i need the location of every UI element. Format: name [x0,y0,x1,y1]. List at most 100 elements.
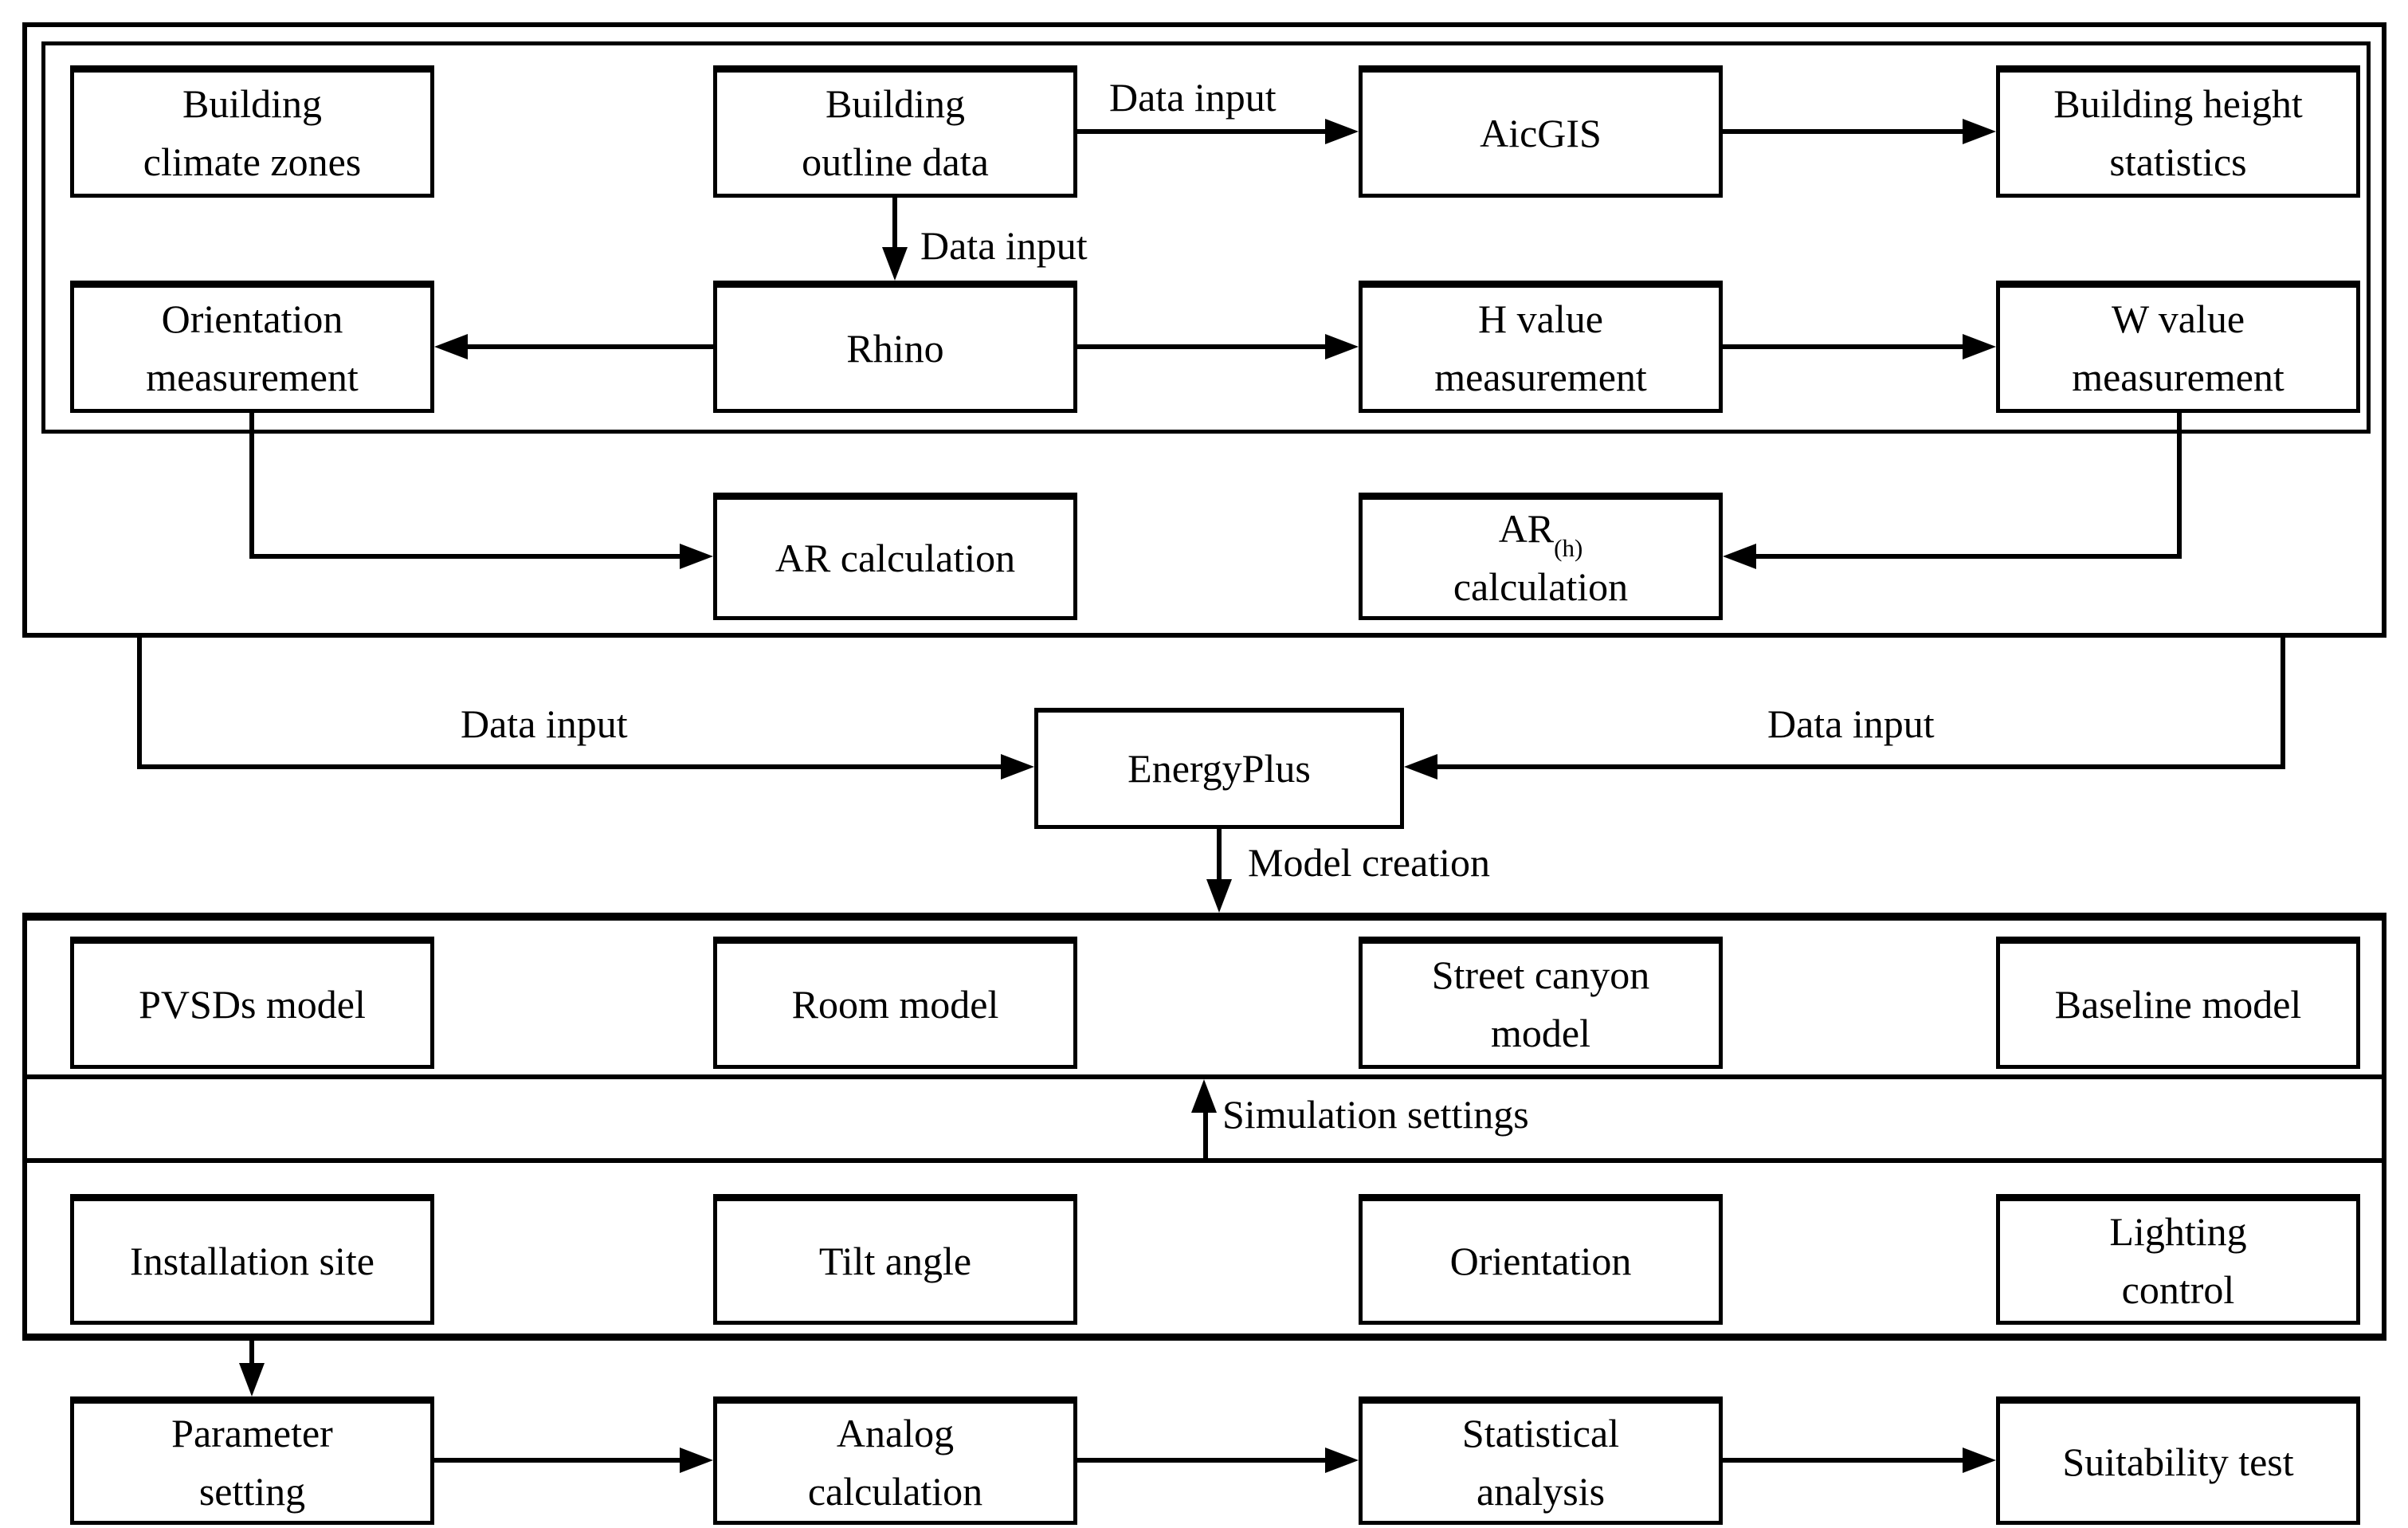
node-pvsds-model: PVSDs model [70,937,434,1069]
node-ar-h-base: AR [1498,506,1555,551]
frame-simulation-models [22,913,2386,1341]
arrow-installation-to-parameter-head [239,1363,265,1396]
label-data-input-right: Data input [1767,701,1935,746]
arrow-wvalue-to-arh-vline [2177,413,2182,559]
arrow-model-creation-head [1206,879,1232,913]
node-tilt-angle-label: Tilt angle [818,1238,972,1283]
node-parameter-setting-line1: Parameter [171,1410,333,1455]
frame-data-preparation-outer [22,22,2386,638]
node-parameter-setting-line2: setting [198,1468,306,1514]
node-orientation-measurement-line2: measurement [146,355,359,399]
node-parameter-setting: Parameter setting [70,1396,434,1525]
node-lighting-control-line1: Lighting [2109,1209,2247,1254]
node-lighting-control: Lighting control [1996,1194,2360,1325]
node-street-canyon-model: Street canyon model [1359,937,1723,1069]
node-energyplus-label: EnergyPlus [1128,746,1311,791]
frame-data-preparation-inner [41,41,2371,434]
node-ar-h-calculation-line1: AR(h) [1498,500,1583,560]
label-data-input-left: Data input [461,701,628,746]
arrow-orientation-to-ar-vline [249,413,254,559]
node-suitability-test-label: Suitability test [2062,1440,2294,1484]
arrow-data-input-right-head [1404,754,1437,780]
label-data-input-rhino: Data input [920,223,1088,268]
node-installation-site: Installation site [70,1194,434,1325]
node-baseline-model-label: Baseline model [2054,981,2302,1027]
arrow-outline-to-aicgis-head [1325,119,1359,144]
arrow-simulation-settings-head [1191,1079,1217,1113]
arrow-orientation-to-ar-hline [249,554,684,559]
node-building-height-statistics: Building height statistics [1996,65,2360,198]
node-building-height-statistics-line1: Building height [2053,81,2303,126]
arrow-rhino-to-orientation-head [434,334,468,359]
arrow-aicgis-to-heightstats-head [1963,119,1996,144]
node-orientation-measurement-line1: Orientation [161,297,343,341]
node-analog-calculation: Analog calculation [713,1396,1077,1525]
node-tilt-angle: Tilt angle [713,1194,1077,1325]
arrow-data-input-left-vline [137,638,142,769]
node-orientation-measurement: Orientation measurement [70,281,434,413]
node-energyplus: EnergyPlus [1034,708,1404,829]
arrow-rhino-to-hvalue-head [1325,334,1359,359]
node-building-outline-data: Building outline data [713,65,1077,198]
node-ar-calculation: AR calculation [713,493,1077,620]
label-data-input-aicgis: Data input [1109,75,1277,120]
separator-models-settings [27,1074,2382,1079]
node-building-climate-zones: Building climate zones [70,65,434,198]
arrow-statistical-to-suitability-head [1963,1447,1996,1473]
arrow-model-creation-line [1217,828,1222,881]
separator-settings-parameters [27,1158,2382,1163]
node-aicgis: AicGIS [1359,65,1723,198]
node-w-value-measurement-line1: W value [2111,297,2245,341]
node-statistical-analysis: Statistical analysis [1359,1396,1723,1525]
node-h-value-measurement: H value measurement [1359,281,1723,413]
arrow-outline-to-rhino-line [892,198,897,252]
node-orientation-label: Orientation [1449,1238,1632,1283]
node-suitability-test: Suitability test [1996,1396,2360,1525]
node-street-canyon-model-line1: Street canyon [1431,953,1650,997]
arrow-rhino-to-orientation-line [468,344,713,349]
node-building-outline-data-line2: outline data [802,139,989,184]
arrow-rhino-to-hvalue-line [1077,344,1329,349]
node-room-model-label: Room model [791,981,999,1027]
node-room-model: Room model [713,937,1077,1069]
node-ar-h-calculation: AR(h) calculation [1359,493,1723,620]
node-analog-calculation-line1: Analog [836,1410,955,1455]
arrow-statistical-to-suitability-line [1723,1458,1971,1463]
arrow-outline-to-rhino-head [882,247,908,281]
arrow-data-input-right-hline [1434,764,2285,769]
node-building-outline-data-line1: Building [825,81,966,126]
arrow-installation-to-parameter-line [249,1340,254,1365]
arrow-analog-to-statistical-line [1077,1458,1329,1463]
arrow-wvalue-to-arh-hline [1756,554,2182,559]
node-statistical-analysis-line1: Statistical [1461,1410,1620,1455]
arrow-parameter-to-analog-line [434,1458,681,1463]
node-w-value-measurement-line2: measurement [2072,355,2284,399]
node-rhino-label: Rhino [846,325,944,371]
node-ar-h-calculation-line2: calculation [1453,564,1629,609]
arrow-analog-to-statistical-head [1325,1447,1359,1473]
arrow-orientation-to-ar-head [680,544,713,569]
arrow-data-input-left-head [1001,754,1034,780]
arrow-wvalue-to-arh-head [1723,544,1756,569]
arrow-parameter-to-analog-head [680,1447,713,1473]
arrow-aicgis-to-heightstats-line [1723,129,1971,134]
node-statistical-analysis-line2: analysis [1476,1468,1606,1514]
node-h-value-measurement-line1: H value [1478,297,1603,341]
node-baseline-model: Baseline model [1996,937,2360,1069]
node-building-height-statistics-line2: statistics [2109,139,2247,184]
node-building-climate-zones-line1: Building [182,81,323,126]
arrow-hvalue-to-wvalue-line [1723,344,1971,349]
label-model-creation: Model creation [1248,840,1491,885]
node-orientation: Orientation [1359,1194,1723,1325]
arrow-simulation-settings-line [1203,1110,1208,1158]
arrow-data-input-right-vline [2281,638,2285,769]
node-h-value-measurement-line2: measurement [1434,355,1647,399]
node-lighting-control-line2: control [2121,1267,2235,1312]
node-analog-calculation-line2: calculation [807,1468,983,1514]
arrow-data-input-left-hline [137,764,1006,769]
node-w-value-measurement: W value measurement [1996,281,2360,413]
node-ar-calculation-label: AR calculation [775,535,1016,580]
node-installation-site-label: Installation site [130,1238,375,1283]
node-pvsds-model-label: PVSDs model [139,981,366,1027]
